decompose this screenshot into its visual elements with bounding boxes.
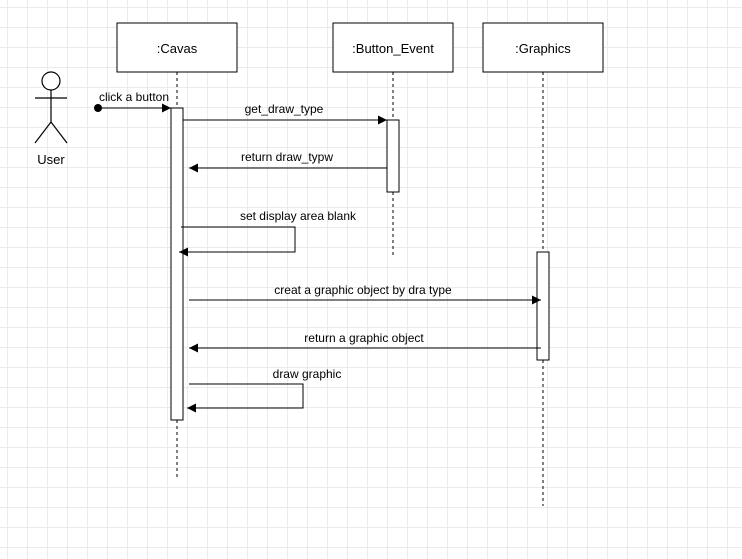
message-label: creat a graphic object by dra type (274, 283, 452, 297)
message-label: click a button (99, 90, 169, 104)
message-draw-graphic[interactable]: draw graphic (187, 367, 342, 413)
message-return-draw-type[interactable]: return draw_typw (189, 150, 387, 173)
activation-button-event (386, 119, 400, 193)
activation-graphics (536, 251, 550, 361)
message-label: get_draw_type (245, 102, 324, 116)
message-label: return draw_typw (241, 150, 333, 164)
message-create-graphic-object[interactable]: creat a graphic object by dra type (189, 283, 541, 305)
lifeline-canvas-box[interactable] (116, 22, 238, 73)
message-return-graphic-object[interactable]: return a graphic object (189, 331, 541, 353)
lifeline-graphics[interactable]: :Graphics (482, 22, 604, 506)
message-set-display-area-blank[interactable]: set display area blank (179, 209, 357, 257)
message-label: set display area blank (240, 209, 357, 223)
lifeline-button-event-label: :Button_Event (352, 41, 434, 56)
lifeline-graphics-box[interactable] (482, 22, 604, 73)
message-label: return a graphic object (304, 331, 424, 345)
lifeline-canvas-label: :Cavas (157, 41, 198, 56)
lifeline-button-event-box[interactable] (332, 22, 454, 73)
message-click-a-button[interactable]: click a button (94, 90, 171, 113)
actor-label: User (37, 152, 65, 167)
lifeline-canvas[interactable]: :Cavas (116, 22, 238, 480)
lifeline-graphics-label: :Graphics (515, 41, 571, 56)
message-label: draw graphic (273, 367, 342, 381)
message-get-draw-type[interactable]: get_draw_type (183, 102, 387, 125)
lifeline-button-event[interactable]: :Button_Event (332, 22, 454, 255)
activation-canvas (170, 107, 184, 421)
actor-user[interactable]: User (34, 71, 68, 167)
